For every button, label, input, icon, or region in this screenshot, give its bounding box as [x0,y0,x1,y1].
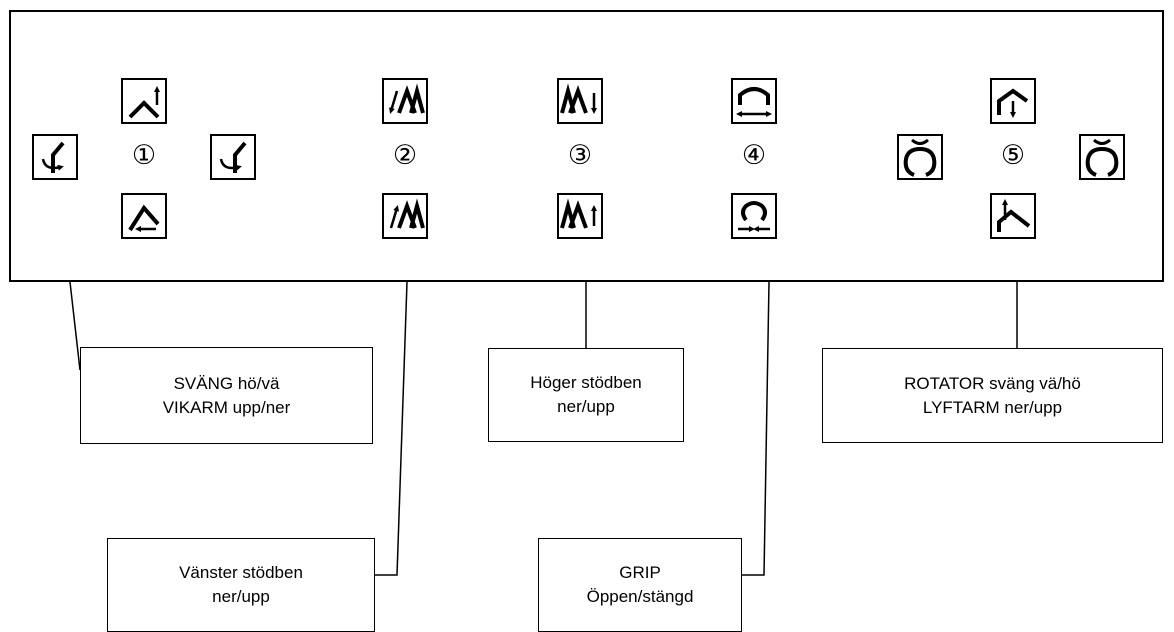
label-left-stab-line1: Vänster stödben [179,563,303,582]
leader-line-left-stabilizer [374,281,408,576]
label-left-stabilizer: Vänster stödben ner/upp [107,538,375,632]
label-right-stab-line2: ner/upp [557,397,615,416]
boom-up-icon[interactable] [121,78,167,124]
label-rotator-lyftarm: ROTATOR sväng vä/hö LYFTARM ner/upp [822,348,1163,443]
swing-left-icon[interactable] [32,134,78,180]
leader-line-grip [741,281,770,576]
boom-down-icon[interactable] [121,193,167,239]
rotator-left-icon[interactable] [897,134,943,180]
label-right-stabilizer: Höger stödben ner/upp [488,348,684,442]
leader-line-swing [69,281,81,371]
group-number-3: ③ [567,140,593,171]
leader-lines [69,281,1018,576]
label-swing-line2: VIKARM upp/ner [162,397,291,417]
group-number-1: ① [131,140,157,171]
lift-arm-up-icon[interactable] [990,193,1036,239]
right-stabilizer-up-icon[interactable] [557,193,603,239]
left-stabilizer-up-icon[interactable] [382,193,428,239]
grip-close-icon[interactable] [731,193,777,239]
label-swing-vikarm: SVÄNG hö/vä VIKARM upp/ner [80,347,373,444]
label-grip: GRIP Öppen/stängd [538,538,742,632]
label-grip-line1: GRIP [619,563,661,582]
control-panel-frame [9,10,1164,282]
lift-arm-down-icon[interactable] [990,78,1036,124]
swing-right-icon[interactable] [210,134,256,180]
left-stabilizer-down-icon[interactable] [382,78,428,124]
rotator-right-icon[interactable] [1079,134,1125,180]
grip-open-icon[interactable] [731,78,777,124]
label-left-stab-line2: ner/upp [212,587,270,606]
label-grip-line2: Öppen/stängd [586,587,694,606]
group-number-2: ② [392,140,418,171]
label-swing-line1: SVÄNG hö/vä [173,373,280,393]
right-stabilizer-down-icon[interactable] [557,78,603,124]
group-number-4: ④ [741,140,767,171]
label-rotator-line1: ROTATOR sväng vä/hö [904,373,1081,393]
label-right-stab-line1: Höger stödben [530,373,642,392]
label-rotator-line2: LYFTARM ner/upp [922,397,1063,417]
group-number-5: ⑤ [1000,140,1026,171]
